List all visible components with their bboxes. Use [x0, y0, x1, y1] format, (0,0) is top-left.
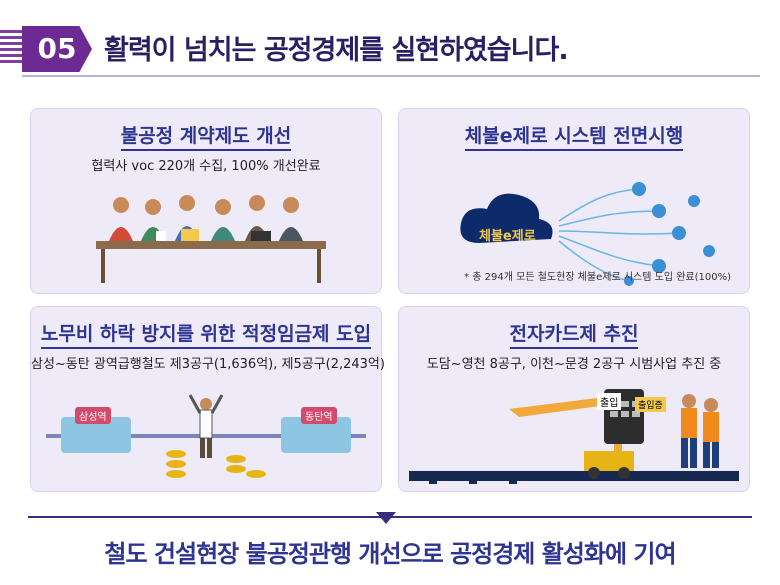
card-title: 체불e제로 시스템 전면시행 [399, 121, 749, 151]
section-header: 05 활력이 넘치는 공정경제를 실현하였습니다. [0, 0, 780, 80]
tag-entry: 출입 [597, 393, 622, 410]
card-title: 노무비 하락 방지를 위한 적정임금제 도입 [31, 319, 381, 349]
station-illustration [46, 394, 366, 478]
card-unfair-contract: 불공정 계약제도 개선 협력사 voc 220개 수집, 100% 개선완료 [30, 108, 382, 294]
construction-illustration [409, 389, 739, 484]
header-stripes [0, 30, 34, 70]
card-subtitle: 협력사 voc 220개 수집, 100% 개선완료 [91, 159, 321, 174]
card-title: 전자카드제 추진 [399, 319, 749, 349]
card-subtitle: 도담~영천 8공구, 이천~문경 2공구 시범사업 추진 중 [426, 357, 722, 372]
card-subtitle: 삼성~동탄 광역급행철도 제3공구(1,636억), 제5공구(2,243억) [31, 357, 385, 372]
down-arrow-icon [376, 512, 396, 524]
conclusion-text: 철도 건설현장 불공정관행 개선으로 공정경제 활성화에 기여 [104, 540, 676, 568]
section-number-badge: 05 [22, 26, 92, 72]
station-label-right: 동탄역 [301, 407, 337, 424]
card-fair-wage: 노무비 하락 방지를 위한 적정임금제 도입 삼성~동탄 광역급행철도 제3공구… [30, 306, 385, 492]
card-electronic-card: 전자카드제 추진 도담~영천 8공구, 이천~문경 2공구 시범사업 추진 중 … [398, 306, 750, 492]
card-title: 불공정 계약제도 개선 [31, 121, 381, 151]
cloud-network-illustration [460, 182, 715, 286]
tag-pass: 출입증 [635, 397, 666, 412]
page-title: 활력이 넘치는 공정경제를 실현하였습니다. [104, 35, 569, 66]
cloud-label: 체불e제로 [479, 229, 536, 244]
card-payment-system: 체불e제로 시스템 전면시행 체불e제로 * 총 294개 모든 철도현장 체불… [398, 108, 750, 294]
card-note: * 총 294개 모든 철도현장 체불e제로 시스템 도입 완료(100%) [464, 272, 731, 283]
station-label-left: 삼성역 [75, 407, 111, 424]
title-underline [22, 75, 760, 77]
meeting-table-illustration [96, 195, 326, 283]
